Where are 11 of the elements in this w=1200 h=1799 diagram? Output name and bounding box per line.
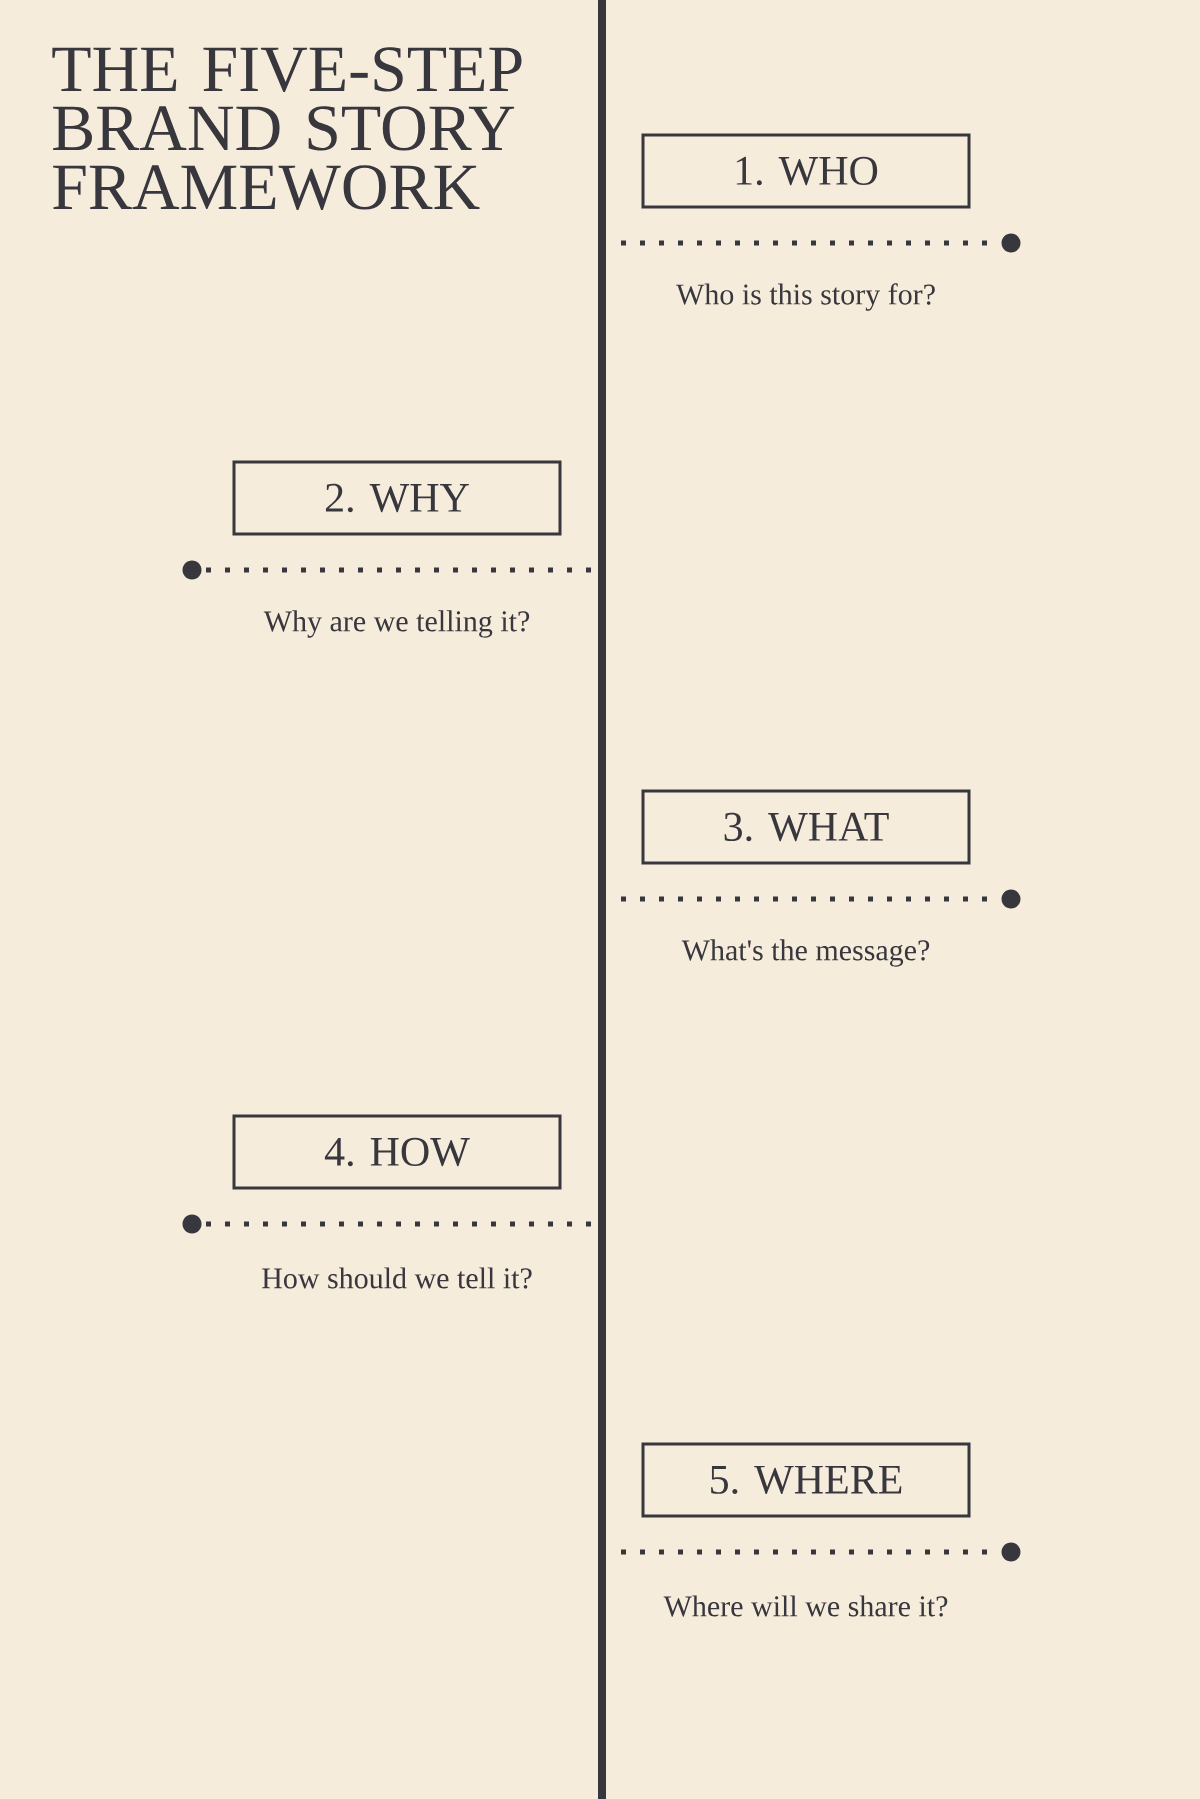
step-box: 1. WHO — [641, 133, 971, 209]
step-box: 5. WHERE — [641, 1442, 971, 1518]
step-box: 2. WHY — [232, 460, 562, 536]
step-box: 3. WHAT — [641, 789, 971, 865]
question-text: What's the message? — [681, 939, 930, 967]
title: THE FIVE-STEP BRAND STORY FRAMEWORK — [52, 47, 522, 210]
question-text: Why are we telling it? — [263, 610, 530, 638]
question-text: How should we tell it? — [262, 1267, 532, 1289]
question-text: Where will we share it? — [663, 1595, 948, 1617]
step-box: 4. HOW — [232, 1114, 562, 1190]
question-text: Who is this story for? — [676, 283, 935, 311]
